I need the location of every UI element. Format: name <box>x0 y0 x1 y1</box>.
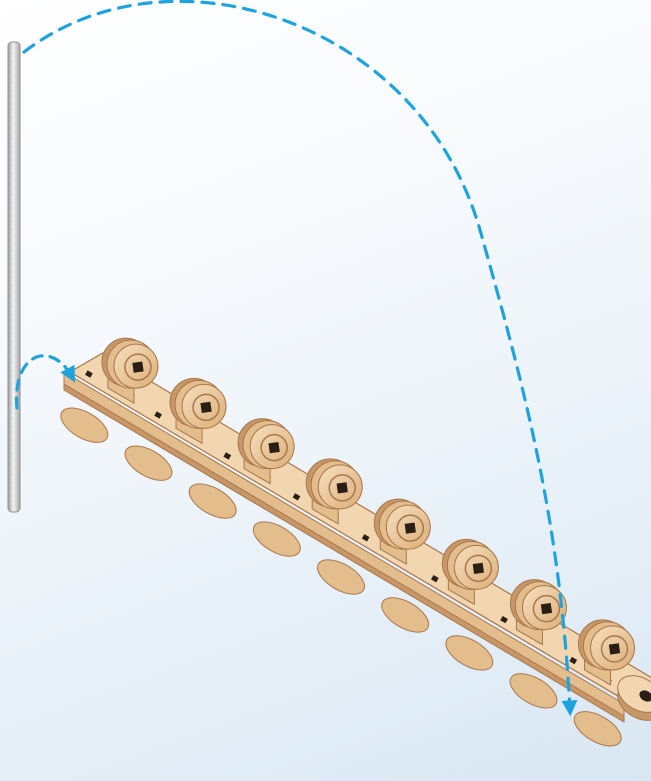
bearing-square-hole <box>405 522 416 533</box>
bearing-square-hole <box>200 402 211 413</box>
wooden-rail <box>55 353 651 753</box>
bearing-square-hole <box>337 482 348 493</box>
rail-top-face <box>70 353 651 702</box>
bearing-square-hole <box>541 603 552 614</box>
metal-rod <box>8 42 20 512</box>
bearing-square-hole <box>268 442 279 453</box>
bearing-square-hole <box>609 643 620 654</box>
rail-side-upper <box>64 372 624 716</box>
bearing-square-hole <box>132 361 143 372</box>
bearing-square-hole <box>473 563 484 574</box>
